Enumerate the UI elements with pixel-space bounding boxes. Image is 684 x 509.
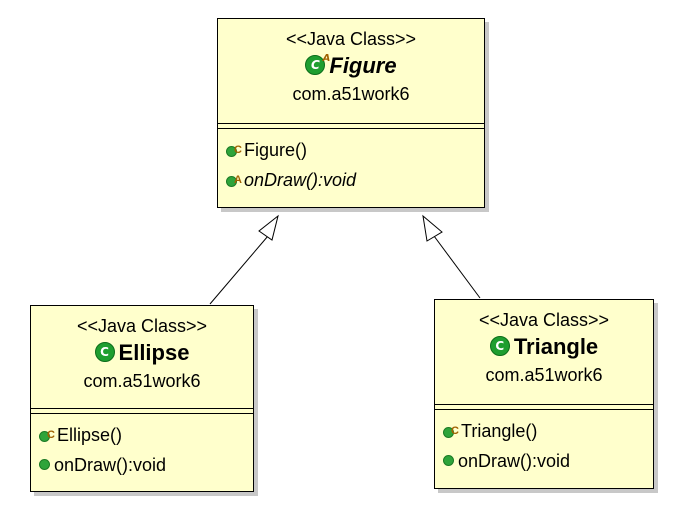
generalization-arrowhead xyxy=(258,214,279,241)
member-method[interactable]: onDraw():void xyxy=(31,450,253,480)
stereotype-label: <<Java Class>> xyxy=(478,310,610,330)
triangle-generalization xyxy=(422,214,481,299)
class-name: Triangle xyxy=(513,334,599,359)
abstract-method-icon: A xyxy=(226,171,242,188)
ellipse-generalization xyxy=(209,214,279,305)
member-method[interactable]: onDraw():void xyxy=(435,446,653,476)
class-icon: C xyxy=(94,342,115,363)
generalization-arrowhead xyxy=(422,214,443,242)
class-name: Ellipse xyxy=(118,340,190,365)
stereotype-label: <<Java Class>> xyxy=(285,29,417,49)
class-name: Figure xyxy=(329,53,397,78)
package-label: com.a51work6 xyxy=(83,371,201,391)
constructor-icon: C xyxy=(226,141,242,158)
stereotype-label: <<Java Class>> xyxy=(76,316,208,336)
public-method-icon xyxy=(443,454,454,466)
attributes-divider xyxy=(435,404,653,410)
attributes-divider xyxy=(218,123,484,129)
constructor-icon: C xyxy=(39,426,55,443)
constructor-icon: C xyxy=(443,422,459,439)
public-method-icon xyxy=(39,458,50,470)
attributes-divider xyxy=(31,408,253,414)
package-label: com.a51work6 xyxy=(292,84,410,104)
class-icon: C xyxy=(489,336,510,357)
package-label: com.a51work6 xyxy=(485,365,603,385)
